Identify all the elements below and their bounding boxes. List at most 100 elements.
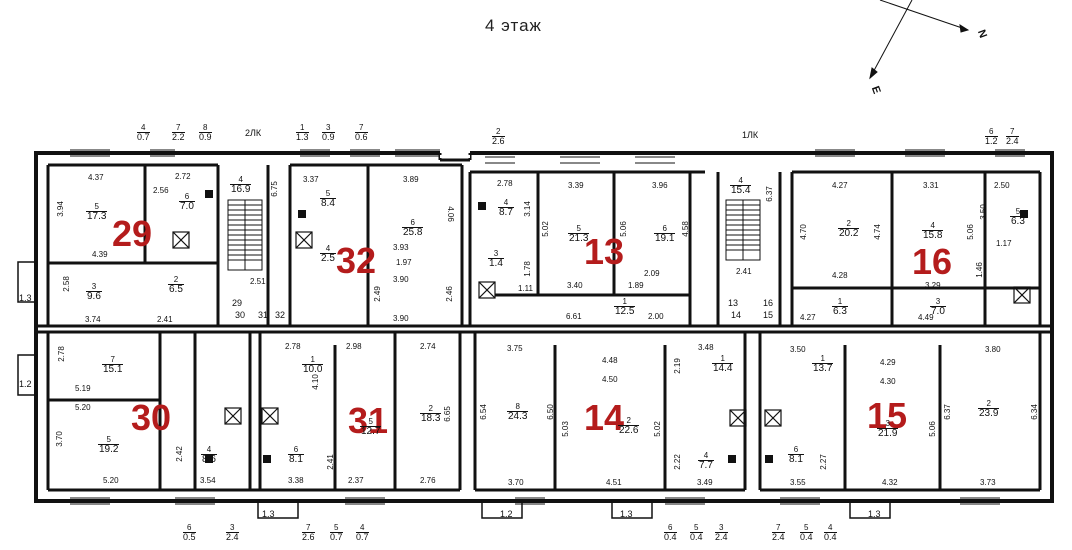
dimension-label: 3.31 bbox=[923, 181, 939, 190]
dimension-label: 1.89 bbox=[628, 281, 644, 290]
stairs-right bbox=[725, 199, 761, 261]
balcony-label: 1.3 bbox=[868, 509, 881, 519]
dimension-label: 4.28 bbox=[832, 271, 848, 280]
dimension-label: 2.41 bbox=[736, 267, 752, 276]
balcony-label: 1.2 bbox=[500, 509, 513, 519]
dimension-label: 6.50 bbox=[545, 404, 555, 420]
dimension-label: 3.49 bbox=[697, 478, 713, 487]
dimension-label: 2.00 bbox=[648, 312, 664, 321]
dimension-label: 4.70 bbox=[798, 224, 808, 240]
shaft-boxes bbox=[172, 231, 1031, 427]
dimension-label: 2.46 bbox=[444, 286, 454, 302]
dimension-label: 2.09 bbox=[644, 269, 660, 278]
door-label: 32 bbox=[275, 310, 286, 320]
dimension-label: 2.74 bbox=[420, 342, 436, 351]
dimension-label: 2.58 bbox=[61, 276, 71, 292]
dimension-label: 5.20 bbox=[75, 403, 91, 412]
dimension-label: 3.90 bbox=[393, 314, 409, 323]
dimension-label: 4.49 bbox=[918, 313, 934, 322]
door-label: 31 bbox=[258, 310, 269, 320]
door-label: 14 bbox=[731, 310, 742, 320]
dimension-label: 5.06 bbox=[965, 224, 975, 240]
apartment-number: 16 bbox=[912, 241, 953, 282]
apartment-number: 29 bbox=[112, 213, 153, 254]
dimension-label: 3.96 bbox=[652, 181, 668, 190]
dimension-label: 6.54 bbox=[478, 404, 488, 420]
dimension-label: 6.34 bbox=[1029, 404, 1039, 420]
dimension-label: 3.38 bbox=[288, 476, 304, 485]
dimension-label: 2.19 bbox=[672, 358, 682, 374]
dimension-label: 3.39 bbox=[568, 181, 584, 190]
dimension-label: 2.49 bbox=[372, 286, 382, 302]
dimension-label: 2.37 bbox=[348, 476, 364, 485]
dimension-label: 4.27 bbox=[800, 313, 816, 322]
balcony-label: 1.2 bbox=[19, 379, 32, 389]
dimension-label: 3.73 bbox=[980, 478, 996, 487]
dimension-label: 2.72 bbox=[175, 172, 191, 181]
dimension-label: 5.06 bbox=[618, 221, 628, 237]
dimension-label: 3.75 bbox=[507, 344, 523, 353]
dimension-label: 2.56 bbox=[153, 186, 169, 195]
dimension-label: 4.29 bbox=[880, 358, 896, 367]
stair-label-left: 2ЛК bbox=[245, 128, 262, 138]
balcony-label: 1.3 bbox=[262, 509, 275, 519]
dimension-label: 2.42 bbox=[174, 446, 184, 462]
dimension-label: 3.93 bbox=[393, 243, 409, 252]
dimension-label: 3.80 bbox=[985, 345, 1001, 354]
dimension-label: 3.70 bbox=[508, 478, 524, 487]
dimension-label: 3.50 bbox=[790, 345, 806, 354]
dimension-label: 5.03 bbox=[560, 421, 570, 437]
dimension-label: 3.37 bbox=[303, 175, 319, 184]
compass-rose bbox=[869, 0, 970, 80]
dimension-label: 6.37 bbox=[764, 186, 774, 202]
apartment-number: 13 bbox=[584, 231, 625, 272]
dimension-label: 4.39 bbox=[92, 250, 108, 259]
dimension-label: 5.02 bbox=[652, 421, 662, 437]
dimension-label: 1.17 bbox=[996, 239, 1012, 248]
dimension-label: 4.51 bbox=[606, 478, 622, 487]
dimension-label: 2.22 bbox=[672, 454, 682, 470]
dimension-label: 3.89 bbox=[403, 175, 419, 184]
dimension-label: 3.40 bbox=[567, 281, 583, 290]
dimension-label: 1.11 bbox=[518, 284, 533, 293]
dimension-label: 2.98 bbox=[346, 342, 362, 351]
dimension-label: 6.37 bbox=[942, 404, 952, 420]
dimension-label: 6.75 bbox=[269, 181, 279, 197]
apartment-number: 15 bbox=[867, 395, 908, 436]
dimension-label: 2.50 bbox=[994, 181, 1010, 190]
